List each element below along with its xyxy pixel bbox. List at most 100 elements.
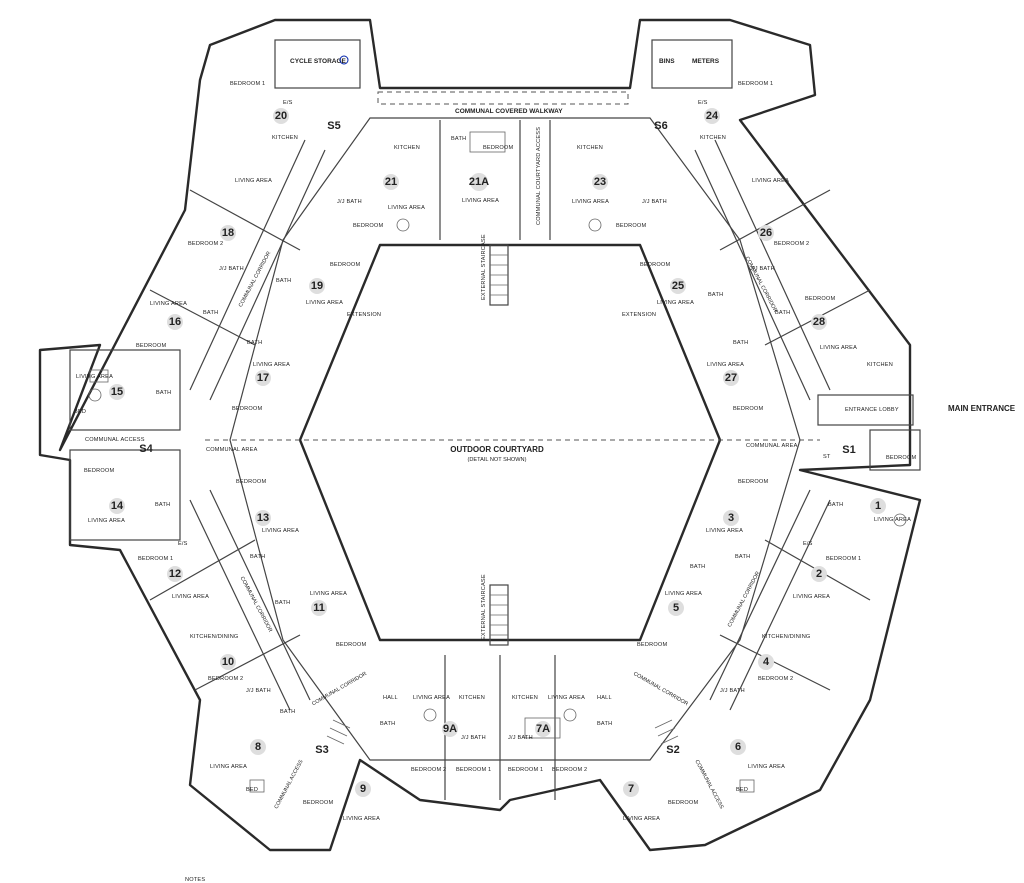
unit-badge[interactable]: 19: [309, 278, 325, 294]
unit-badge[interactable]: 20: [273, 108, 289, 124]
room-label: BEDROOM: [616, 223, 646, 229]
svg-text:1: 1: [875, 500, 881, 512]
room-label: LIVING AREA: [235, 178, 272, 184]
communal-corridor-se: COMMUNAL CORRIDOR: [727, 571, 761, 629]
unit-badge[interactable]: 16: [167, 314, 183, 330]
room-label: BATH: [828, 502, 843, 508]
unit-badge[interactable]: 12: [167, 566, 183, 582]
room-label: BEDROOM 1: [508, 767, 543, 773]
room-label: LIVING AREA: [665, 591, 702, 597]
room-label: E/S: [803, 541, 813, 547]
room-label: BEDROOM: [733, 406, 763, 412]
svg-text:18: 18: [222, 227, 234, 239]
room-label: KITCHEN: [512, 695, 538, 701]
room-label: BEDROOM 1: [456, 767, 491, 773]
unit-badge[interactable]: 4: [758, 654, 774, 670]
room-label: BEDROOM 2: [411, 767, 446, 773]
room-label: KITCHEN: [272, 135, 298, 141]
room-label: J/J BATH: [337, 199, 362, 205]
unit-badge[interactable]: 14: [109, 498, 125, 514]
stair-s4-label: S4: [139, 443, 153, 455]
unit-badge[interactable]: 1: [870, 498, 886, 514]
unit-badge[interactable]: 21: [383, 174, 399, 190]
stair-s3-treads: [326, 719, 351, 745]
unit-badge[interactable]: 9A: [442, 721, 458, 737]
communal-courtyard-access-label: COMMUNAL COURTYARD ACCESS: [536, 127, 542, 225]
room-label: BATH: [155, 502, 170, 508]
room-label: BEDROOM: [330, 262, 360, 268]
svg-text:15: 15: [111, 386, 123, 398]
unit-badge[interactable]: 7A: [535, 721, 551, 737]
corridors: [189, 91, 831, 711]
unit-badge[interactable]: 10: [220, 654, 236, 670]
room-label: LIVING AREA: [623, 816, 660, 822]
unit-badge[interactable]: 3: [723, 510, 739, 526]
room-label: BATH: [203, 310, 218, 316]
svg-text:21A: 21A: [469, 176, 489, 188]
stair-labels: S1 S2 S3 S4 S5 S6: [139, 120, 855, 756]
svg-text:7: 7: [628, 783, 634, 795]
room-label: E/S: [178, 541, 188, 547]
unit-badge[interactable]: 6: [730, 739, 746, 755]
svg-text:24: 24: [706, 110, 719, 122]
stair-s1-label: S1: [842, 444, 855, 456]
room-label: LIVING AREA: [88, 518, 125, 524]
communal-access-west: COMMUNAL ACCESS: [85, 437, 145, 443]
unit-badge[interactable]: 5: [668, 600, 684, 616]
svg-text:11: 11: [313, 602, 325, 614]
room-label: BEDROOM: [637, 642, 667, 648]
svg-text:7A: 7A: [536, 723, 550, 735]
unit-badge[interactable]: 28: [811, 314, 827, 330]
communal-area-west: COMMUNAL AREA: [206, 447, 258, 453]
stair-s6-label: S6: [654, 120, 667, 132]
unit-badge[interactable]: 11: [311, 600, 327, 616]
room-label: LIVING AREA: [820, 345, 857, 351]
unit-badge[interactable]: 27: [723, 370, 739, 386]
room-label: BEDROOM 2: [774, 241, 809, 247]
unit-badge[interactable]: 18: [220, 225, 236, 241]
room-label: EXTENSION: [622, 312, 656, 318]
room-label: BATH: [250, 554, 265, 560]
unit-badge[interactable]: 26: [758, 225, 774, 241]
room-label: KITCHEN/DINING: [762, 634, 810, 640]
room-label: BATH: [156, 390, 171, 396]
room-label: BEDROOM 2: [208, 676, 243, 682]
room-label: BEDROOM 1: [738, 81, 773, 87]
unit-badge[interactable]: 17: [255, 370, 271, 386]
room-label: LIVING AREA: [76, 374, 113, 380]
svg-text:12: 12: [169, 568, 181, 580]
unit-badge[interactable]: 8: [250, 739, 266, 755]
stair-s5-label: S5: [327, 120, 340, 132]
room-label: KITCHEN/DINING: [190, 634, 238, 640]
room-label: BEDROOM: [886, 455, 916, 461]
communal-corridor-ne: COMMUNAL CORRIDOR: [744, 256, 778, 314]
unit-badge[interactable]: 2: [811, 566, 827, 582]
meters-label: METERS: [692, 58, 720, 65]
external-staircase-bottom: [489, 584, 509, 646]
room-label: BATH: [275, 600, 290, 606]
unit-badge[interactable]: 7: [623, 781, 639, 797]
room-label: LIVING AREA: [150, 301, 187, 307]
room-label: BATH: [380, 721, 395, 727]
unit-badge[interactable]: 24: [704, 108, 720, 124]
unit-badge[interactable]: 13: [255, 510, 271, 526]
svg-text:5: 5: [673, 602, 679, 614]
communal-area-east: COMMUNAL AREA: [746, 443, 798, 449]
room-label: LIVING AREA: [462, 198, 499, 204]
room-label: BATH: [733, 340, 748, 346]
unit-badge[interactable]: 25: [670, 278, 686, 294]
room-label: BEDROOM: [84, 468, 114, 474]
room-label: BEDROOM 1: [138, 556, 173, 562]
unit-badge[interactable]: 15: [109, 384, 125, 400]
unit-badge[interactable]: 23: [592, 174, 608, 190]
svg-text:16: 16: [169, 316, 181, 328]
room-label: BEDROOM 2: [758, 676, 793, 682]
room-label: BATH: [451, 136, 466, 142]
stair-s2-label: S2: [666, 744, 679, 756]
unit-badge[interactable]: 21A: [469, 173, 489, 191]
room-label: BEDROOM: [353, 223, 383, 229]
svg-text:9: 9: [360, 783, 366, 795]
unit-badge[interactable]: 9: [355, 781, 371, 797]
room-label: LIVING AREA: [706, 528, 743, 534]
